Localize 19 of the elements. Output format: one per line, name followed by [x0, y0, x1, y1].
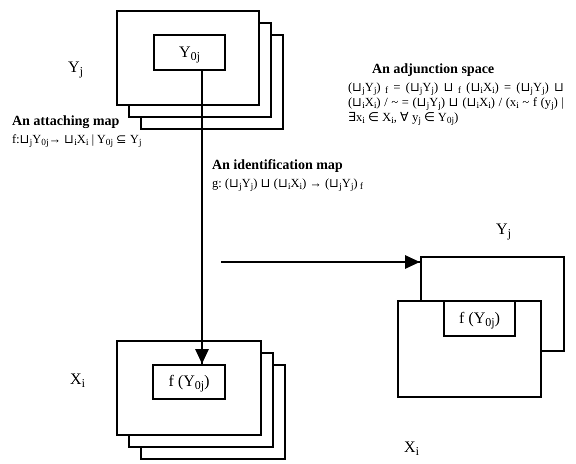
- set-box: [397, 300, 542, 398]
- text-box: f (Y$_{0j}$): [443, 300, 516, 337]
- heading: An attaching map: [12, 114, 120, 130]
- formula-text: (⊔$_{j}$Y$_{j}$) $_{f}$ = (⊔$_{j}$Y$_{j}$) ⊔ $_{f}$ (⊔$_{i}$X$_{i}$) = (⊔$_{j}$Y$_{j}$) ⊔ (⊔$_{i}$X$_{i}$) / ~ = (⊔$_{j}$Y$_{j}$) ⊔ (⊔$_{i}$X$_{i}$) / (x$_{i}$ ~ f (y$_{j}$) | ∃x$_{i}$ ∈ X$_{i}$, ∀ y$_{j}$ ∈ Y$_{0j}$): [348, 80, 564, 125]
- text-box: Y$_{0j}$: [153, 34, 226, 71]
- set-label: X$_{i}$: [70, 372, 85, 388]
- set-box: [116, 10, 260, 106]
- heading: An adjunction space: [372, 62, 494, 78]
- set-label: X$_{i}$: [404, 440, 419, 456]
- heading: An identification map: [212, 158, 343, 174]
- text-box: f (Y$_{0j}$): [152, 364, 226, 400]
- arrow: [221, 255, 420, 269]
- set-box: [116, 340, 262, 436]
- formula-text: f:⊔$_{j}$Y$_{0j}$→ ⊔$_{i}$X$_{i}$ | Y$_{0j}$ ⊆ Y$_{j}$: [12, 132, 142, 147]
- set-box: [420, 256, 565, 352]
- set-label: Y$_{j}$: [496, 222, 511, 238]
- arrow: [195, 71, 209, 364]
- set-label: Y$_{j}$: [68, 60, 83, 76]
- formula-text: g: (⊔$_{j}$Y$_{j}$) ⊔ (⊔$_{i}$X$_{i}$) → (⊔$_{j}$Y$_{j}$) $_{f}$: [212, 176, 364, 191]
